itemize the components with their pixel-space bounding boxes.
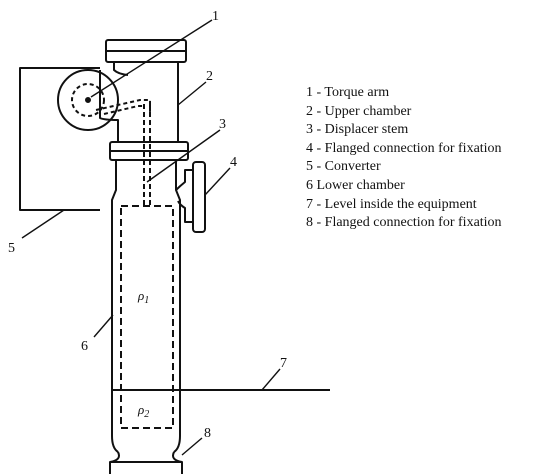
callout-number-4: 4 — [230, 155, 237, 170]
legend-item-converter: 5 - Converter — [306, 159, 381, 175]
converter-box — [19, 67, 100, 211]
torque-arm-pivot — [85, 97, 91, 103]
density-upper-label: ρ1 — [137, 288, 149, 306]
callout-number-3: 3 — [219, 117, 226, 132]
leader-7 — [261, 368, 281, 391]
leader-3 — [146, 129, 221, 183]
legend-item-lower-chamber: 6 Lower chamber — [306, 177, 405, 193]
leader-2 — [177, 81, 207, 106]
legend-item-flanged-connection-8: 8 - Flanged connection for fixation — [306, 215, 502, 231]
legend-item-displacer-stem: 3 - Displacer stem — [306, 122, 409, 138]
legend-item-flanged-connection-4: 4 - Flanged connection for fixation — [306, 140, 502, 156]
callout-number-8: 8 — [204, 426, 211, 441]
legend: 1 - Torque arm 2 - Upper chamber 3 - Dis… — [306, 84, 502, 233]
callout-number-5: 5 — [8, 241, 15, 256]
lower-chamber-wall-right — [173, 160, 181, 453]
torque-arm-inner-circle — [71, 83, 105, 117]
callout-number-7: 7 — [280, 356, 287, 371]
callout-number-6: 6 — [81, 339, 88, 354]
lower-chamber-wall-left — [111, 160, 119, 453]
density-lower-label: ρ2 — [137, 402, 149, 420]
legend-item-level: 7 - Level inside the equipment — [306, 196, 477, 212]
torque-arm-linkage — [95, 99, 151, 115]
displacer-float — [120, 205, 174, 429]
torque-arm-outer-circle — [57, 69, 119, 131]
leader-4 — [204, 167, 231, 196]
leader-1 — [90, 19, 213, 98]
legend-item-torque-arm: 1 - Torque arm — [306, 85, 390, 100]
side-flange — [192, 161, 206, 233]
leader-8 — [181, 437, 203, 456]
callout-number-2: 2 — [206, 69, 213, 84]
callout-number-1: 1 — [212, 9, 219, 24]
leader-6 — [93, 314, 114, 338]
leader-5 — [21, 209, 65, 239]
bottom-flange — [109, 451, 183, 474]
legend-item-upper-chamber: 2 - Upper chamber — [306, 103, 412, 119]
